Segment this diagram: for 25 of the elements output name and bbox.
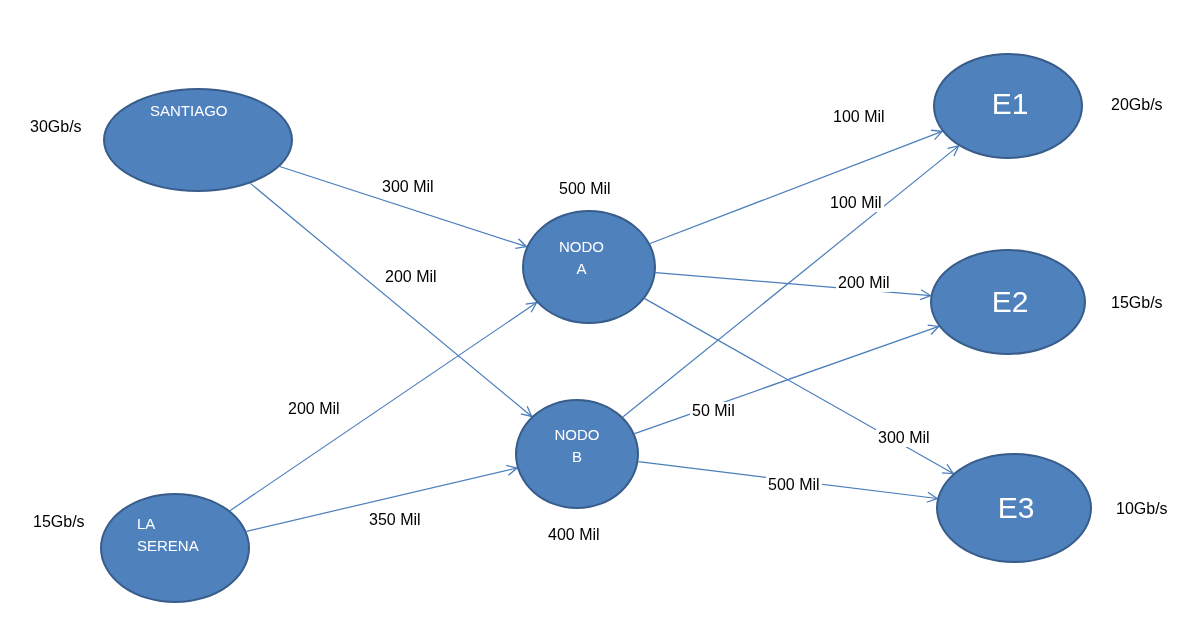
arrow (229, 301, 538, 512)
capacity-label: 15Gb/s (1111, 294, 1163, 312)
capacity-label: 500 Mil (559, 180, 611, 198)
arrow (279, 165, 528, 249)
capacity-label: 400 Mil (548, 526, 600, 544)
arrow (644, 298, 954, 475)
arrow (245, 464, 518, 532)
edge-label: 200 Mil (836, 274, 892, 292)
capacity-label: 10Gb/s (1116, 500, 1168, 518)
edge-label: 300 Mil (876, 429, 932, 447)
node-label: LA SERENA (137, 514, 200, 556)
arrow (249, 182, 533, 418)
arrow (634, 324, 940, 435)
node-label: SANTIAGO (150, 101, 229, 121)
node-label: NODO B (553, 425, 601, 467)
node-label: NODO A (558, 237, 605, 279)
node-label: E2 (990, 285, 1030, 319)
arrow (649, 129, 943, 245)
edge-label: 100 Mil (828, 194, 884, 212)
node-label: E1 (990, 87, 1030, 121)
node-label: E3 (996, 491, 1036, 525)
capacity-label: 20Gb/s (1111, 96, 1163, 114)
arrow (622, 145, 960, 418)
capacity-label: 30Gb/s (30, 118, 82, 136)
capacity-label: 15Gb/s (33, 513, 85, 531)
